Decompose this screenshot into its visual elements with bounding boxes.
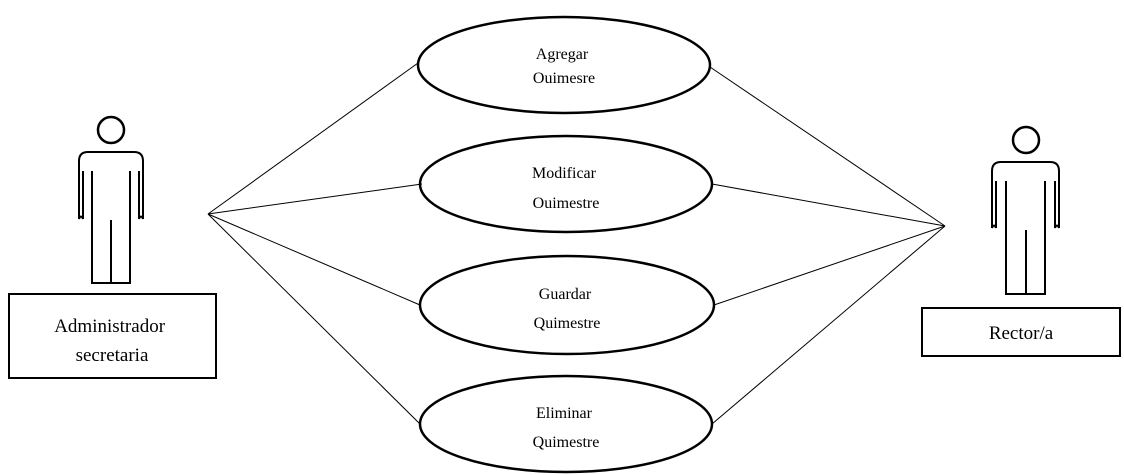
use-case-label-line: Agregar	[536, 46, 589, 63]
actor-label: Rector/a	[989, 323, 1054, 344]
use-case-eliminar: Eliminar Quimestre	[418, 374, 714, 474]
use-case-modificar: Modificar Ouimestre	[418, 134, 714, 234]
actor-administrador: Administrador secretaria	[8, 115, 217, 379]
use-case-ellipse	[418, 134, 714, 234]
stick-figure-icon	[78, 115, 144, 284]
association-line-admin-agregar	[207, 62, 419, 215]
actor-label: Administrador secretaria	[54, 316, 170, 366]
use-case-label-line: Ouimesre	[533, 70, 595, 87]
use-case-label-line: Ouimestre	[533, 195, 600, 212]
use-case-ellipse	[418, 374, 714, 474]
association-line-admin-guardar	[207, 213, 421, 306]
association-line-rector-agregar	[709, 66, 946, 227]
actor-label-box	[921, 307, 1121, 357]
association-line-rector-guardar	[713, 225, 946, 306]
actor-label-box	[8, 293, 217, 379]
association-line-admin-modificar	[207, 183, 423, 215]
stick-figure-icon	[991, 125, 1060, 295]
use-case-label-line: Quimestre	[533, 434, 600, 451]
use-case-label: Agregar Ouimesre	[533, 46, 595, 87]
actor-label-line: Administrador	[54, 316, 165, 337]
use-case-ellipse	[418, 254, 716, 356]
use-case-label: Modificar Ouimestre	[532, 165, 600, 212]
use-case-label-line: Guardar	[539, 286, 592, 303]
use-case-label-line: Modificar	[532, 165, 597, 182]
use-case-label-line: Quimestre	[534, 315, 601, 332]
use-case-agregar: Agregar Ouimesre	[416, 15, 712, 115]
use-case-label-line: Eliminar	[536, 405, 593, 422]
use-case-label: Guardar Quimestre	[534, 286, 601, 332]
association-line-rector-modificar	[711, 183, 946, 227]
associations	[207, 62, 946, 425]
use-case-ellipse	[416, 15, 712, 115]
use-case-guardar: Guardar Quimestre	[418, 254, 716, 356]
association-line-admin-eliminar	[207, 213, 421, 425]
use-case-label: Eliminar Quimestre	[533, 405, 600, 451]
actor-rector: Rector/a	[921, 125, 1121, 357]
actor-label-line: secretaria	[76, 345, 149, 366]
actor-label-line: Rector/a	[989, 323, 1054, 344]
association-line-rector-eliminar	[711, 225, 946, 425]
